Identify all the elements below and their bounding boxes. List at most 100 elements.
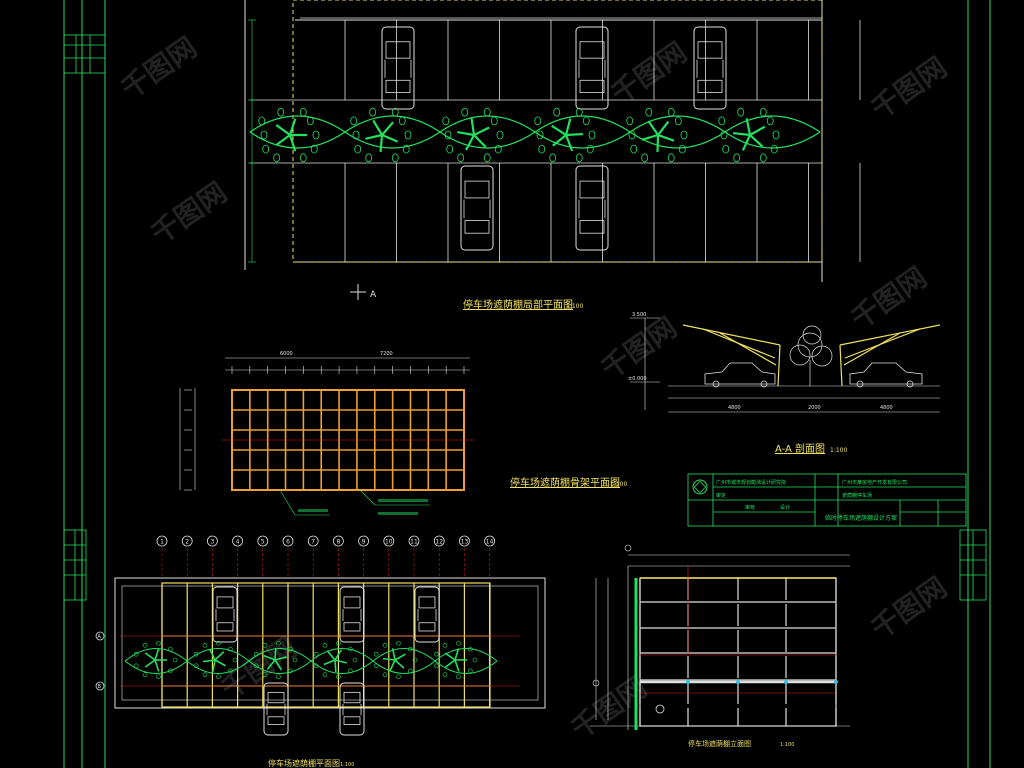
axis-label: 4 <box>236 539 240 546</box>
axis-bubble <box>484 535 496 547</box>
axis-bubble <box>433 535 445 547</box>
planting-bed-outline <box>249 131 821 149</box>
car-top-view <box>339 586 365 643</box>
watermark: 千图网 <box>605 36 693 111</box>
tree-planting-strip <box>249 107 821 163</box>
tree-symbol <box>350 107 412 163</box>
level-base: ±0.000 <box>628 376 647 382</box>
roof-plan-title: 停车场遮荫棚骨架平面图 <box>510 476 620 489</box>
section-scale: 1:100 <box>830 447 847 454</box>
axis-label: 11 <box>410 539 418 546</box>
axis-bubble <box>206 535 218 547</box>
section-aa: 3.500 ±0.000 <box>628 312 941 455</box>
connector-node <box>736 680 740 684</box>
car-elevation-right <box>849 362 923 388</box>
axis-bubble <box>307 535 319 547</box>
top-plan-scale: 1:100 <box>566 303 583 310</box>
approved-label: 审定 <box>716 492 726 499</box>
connector-node <box>784 680 788 684</box>
tree-symbol <box>193 640 238 680</box>
roof-plan-scale: 1:100 <box>610 481 627 488</box>
section-dim: 2000 <box>808 405 821 411</box>
elevation-grid <box>639 566 838 727</box>
car-elevation-left <box>704 362 776 388</box>
planting-bed-outline <box>124 660 498 674</box>
tree-symbol <box>718 107 780 163</box>
axis-label: 6 <box>286 539 290 546</box>
axis-label: 13 <box>461 539 469 546</box>
tree-planting-strip <box>124 640 498 680</box>
axis-label: 12 <box>435 539 443 546</box>
designed-label: 设计 <box>780 504 790 511</box>
left-revision-block <box>63 34 106 601</box>
row-axis-label: A <box>98 634 102 640</box>
level-top: 3.500 <box>632 312 646 318</box>
bottom-plan-scale: 1:100 <box>340 762 354 768</box>
checked-label: 审核 <box>745 504 755 511</box>
car-top-view <box>381 26 415 110</box>
axis-label: 9 <box>362 539 366 546</box>
axis-bubble <box>458 535 470 547</box>
car-top-view <box>263 682 289 736</box>
client-name: 广州市某房地产开发有限公司 <box>842 479 907 486</box>
drawing-border <box>63 0 991 768</box>
car-top-view <box>212 586 238 643</box>
axis-label: 5 <box>261 539 265 546</box>
tree-elevation <box>789 325 833 386</box>
tree-symbol <box>133 640 178 680</box>
axis-label: 7 <box>311 539 315 546</box>
elevation-title: 停车场遮荫棚立面图 <box>688 739 751 748</box>
company-name: 广州市城市规划勘测设计研究院 <box>716 479 786 486</box>
roof-dim-left: 6000 <box>280 351 293 357</box>
car-top-view <box>575 165 609 251</box>
watermark-layer: 千图网 千图网 千图网 千图网 千图网 千图网 千图网 千图网 千图网 <box>115 31 953 746</box>
axis-bubble <box>358 535 370 547</box>
tree-symbol <box>626 107 688 163</box>
connector-node <box>686 680 690 684</box>
top-plan-title: 停车场遮荫棚局部平面图 <box>463 298 573 311</box>
sheet-title: 临时停车场遮荫棚设计方案 <box>825 514 897 522</box>
axis-label: 2 <box>185 539 189 546</box>
connector-node <box>834 680 838 684</box>
watermark: 千图网 <box>845 261 933 336</box>
canopy-columns <box>161 583 491 707</box>
row-axis-label: B <box>98 684 102 690</box>
section-dim: 4800 <box>728 405 741 411</box>
watermark: 千图网 <box>865 571 953 646</box>
axis-label: 3 <box>210 539 214 546</box>
axis-bubble <box>181 535 193 547</box>
project-name: 遮荫棚停车场 <box>842 492 872 499</box>
watermark: 千图网 <box>595 311 683 386</box>
axis-bubble <box>156 535 168 547</box>
elevation-scale: 1:100 <box>780 742 794 748</box>
axis-label: 10 <box>385 539 393 546</box>
car-top-view <box>339 682 365 736</box>
axis-bubble <box>408 535 420 547</box>
axis-bubble <box>282 535 294 547</box>
watermark: 千图网 <box>865 51 953 126</box>
axis-label: 1 <box>160 539 164 546</box>
section-dim: 4800 <box>880 405 893 411</box>
tree-symbol <box>442 107 504 163</box>
tree-symbol <box>313 640 358 680</box>
car-top-view <box>460 165 494 251</box>
section-mark-label: A <box>370 290 377 300</box>
axis-label: 8 <box>336 539 340 546</box>
bottom-plan-title: 停车场遮荫棚平面图 <box>268 758 340 768</box>
roof-framing-plan: 6000 7200 停车场遮荫棚骨架平面图 1:100 <box>179 351 627 516</box>
tree-symbol <box>253 640 298 680</box>
watermark: 千图网 <box>115 31 203 106</box>
section-title: A-A 剖面图 <box>775 442 825 455</box>
tree-symbol <box>258 107 320 163</box>
right-revision-block <box>959 529 987 601</box>
planting-bed-outline <box>124 648 498 662</box>
axis-label: 14 <box>486 539 494 546</box>
parked-cars <box>381 26 727 251</box>
canopy-elevation: 停车场遮荫棚立面图 1:100 <box>590 544 850 748</box>
axis-bubble <box>332 535 344 547</box>
axis-bubble <box>383 535 395 547</box>
tree-symbol <box>534 107 596 163</box>
